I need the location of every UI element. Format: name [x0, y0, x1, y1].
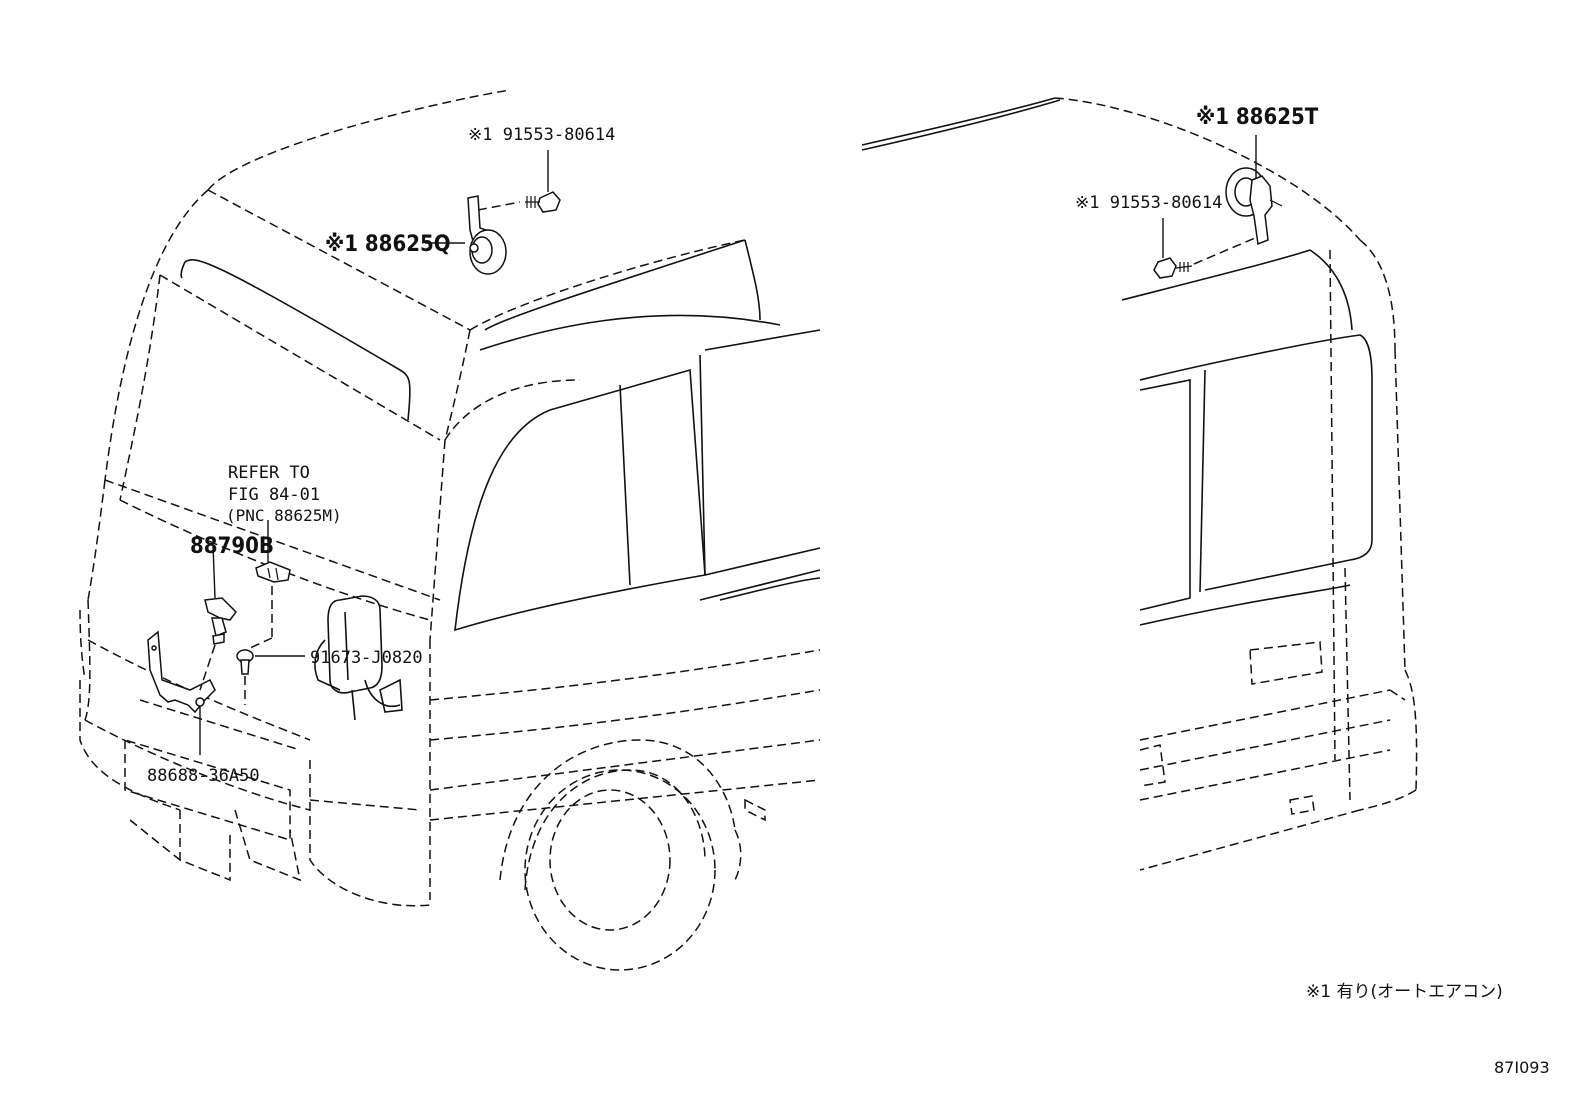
- front-bus-outline: [79, 89, 821, 971]
- sensor-front-part: [467, 195, 507, 275]
- label-refer-line1: REFER TO: [228, 463, 310, 483]
- refer-part-shape: [255, 561, 291, 583]
- label-bolt-rear: ※1 91553-80614: [1075, 193, 1222, 213]
- screw-part: [236, 649, 254, 675]
- part-88790b-shape: [204, 597, 237, 645]
- front-parts: [147, 150, 561, 755]
- label-sensor-rear: ※1 88625T: [1196, 105, 1319, 130]
- rear-bus-outline: [861, 97, 1418, 871]
- bolt-rear-part: [1153, 257, 1193, 279]
- bracket-part: [147, 630, 216, 714]
- label-refer-line2: FIG 84-01: [228, 485, 320, 505]
- label-sensor-front: ※1 88625Q: [325, 232, 451, 257]
- labels: ※1 91553-80614 ※1 88625Q REFER TO FIG 84…: [147, 105, 1550, 1077]
- footnote: ※1 有り(オートエアコン): [1306, 982, 1503, 1002]
- figure-code: 87I093: [1494, 1058, 1550, 1077]
- bolt-front-part: [525, 191, 561, 213]
- rear-parts: [1153, 135, 1283, 279]
- sensor-rear-part: [1225, 167, 1283, 246]
- label-bolt-front: ※1 91553-80614: [468, 125, 615, 145]
- label-refer-line3: (PNC 88625M): [226, 506, 342, 525]
- label-bracket: 88688-36A50: [147, 766, 260, 786]
- label-screw: 91673-J0820: [310, 648, 423, 668]
- label-part-88790b: 88790B: [190, 534, 274, 559]
